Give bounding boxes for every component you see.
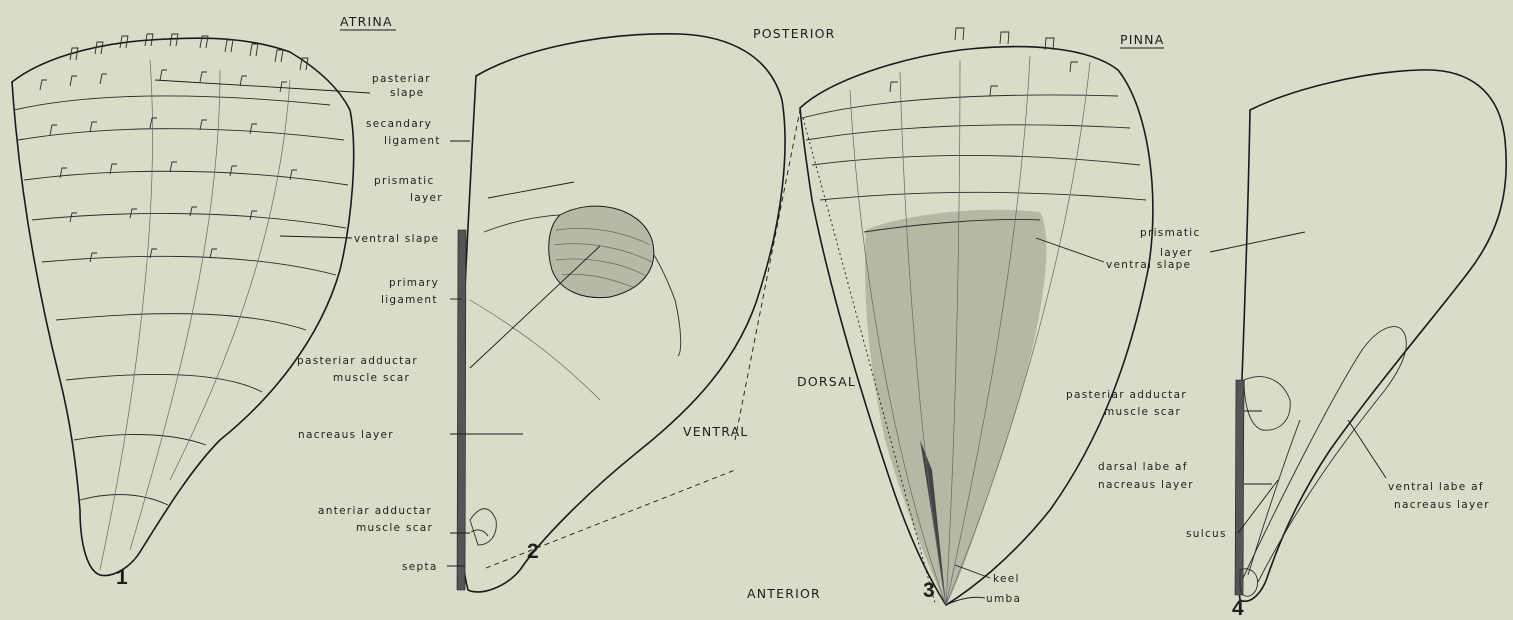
label-secondary-ligament: secandary (366, 118, 432, 130)
label-secondary-ligament-2: ligament (384, 135, 441, 147)
label-posterior-slope-2: slape (390, 87, 424, 99)
label-posterior-adductor-4: pasteriar adductar (1066, 389, 1187, 401)
label-septa: septa (402, 561, 438, 573)
heading-posterior: POSTERIOR (753, 26, 836, 41)
growth-lines-1 (14, 60, 348, 570)
heading-atrina: ATRINA (340, 14, 393, 29)
label-sulcus: sulcus (1186, 528, 1227, 540)
leader-ventral-slope-1 (280, 236, 352, 238)
figure-number-4: 4 (1232, 597, 1244, 620)
spines-3 (890, 28, 1078, 96)
label-umbo: umba (986, 593, 1021, 605)
label-keel: keel (993, 573, 1020, 585)
figure-number-2: 2 (527, 540, 539, 563)
label-ventral-lobe: ventral labe af (1388, 481, 1484, 493)
label-prismatic-layer-4: prismatic (1140, 227, 1201, 239)
label-ventral-lobe-2: nacreaus layer (1394, 499, 1490, 511)
primary-ligament-band (457, 230, 466, 590)
posterior-adductor-scar-2 (549, 206, 654, 297)
label-anterior-adductor: anteriar adductar (318, 505, 432, 517)
label-anterior-adductor-2: muscle scar (356, 522, 433, 534)
figure-2-atrina-interior (447, 34, 800, 592)
label-dorsal-lobe-2: nacreaus layer (1098, 479, 1194, 491)
heading-ventral: VENTRAL (683, 424, 749, 439)
label-posterior-adductor-2b: muscle scar (333, 372, 410, 384)
heading-pinna: PINNA (1120, 32, 1164, 47)
figure-4-pinna-interior (1210, 70, 1506, 601)
label-prismatic-layer-2b: layer (410, 192, 443, 204)
label-ventral-slope-3: ventral slape (1106, 259, 1191, 271)
figure-number-3: 3 (923, 579, 935, 602)
label-dorsal-lobe: darsal labe af (1098, 461, 1188, 473)
label-posterior-adductor-4b: muscle scar (1104, 406, 1181, 418)
heading-dorsal: DORSAL (797, 374, 856, 389)
figure-3-pinna-exterior (800, 28, 1153, 605)
label-nacreous-layer: nacreaus layer (298, 429, 394, 441)
leader-posterior-slope (155, 80, 370, 93)
figure-1-atrina-exterior (12, 34, 370, 576)
label-prismatic-layer-4b: layer (1160, 247, 1193, 259)
label-primary-ligament-2: ligament (381, 294, 438, 306)
label-ventral-slope-1: ventral slape (354, 233, 439, 245)
label-posterior-adductor-2: pasteriar adductar (297, 355, 418, 367)
heading-anterior: ANTERIOR (747, 586, 821, 601)
spines-1 (40, 34, 308, 262)
label-posterior-slope: pasteriar (372, 73, 431, 85)
figure-number-1: 1 (116, 566, 128, 589)
anterior-adductor-scar (470, 509, 496, 545)
label-prismatic-layer-2: prismatic (374, 175, 435, 187)
label-primary-ligament: primary (389, 277, 439, 289)
